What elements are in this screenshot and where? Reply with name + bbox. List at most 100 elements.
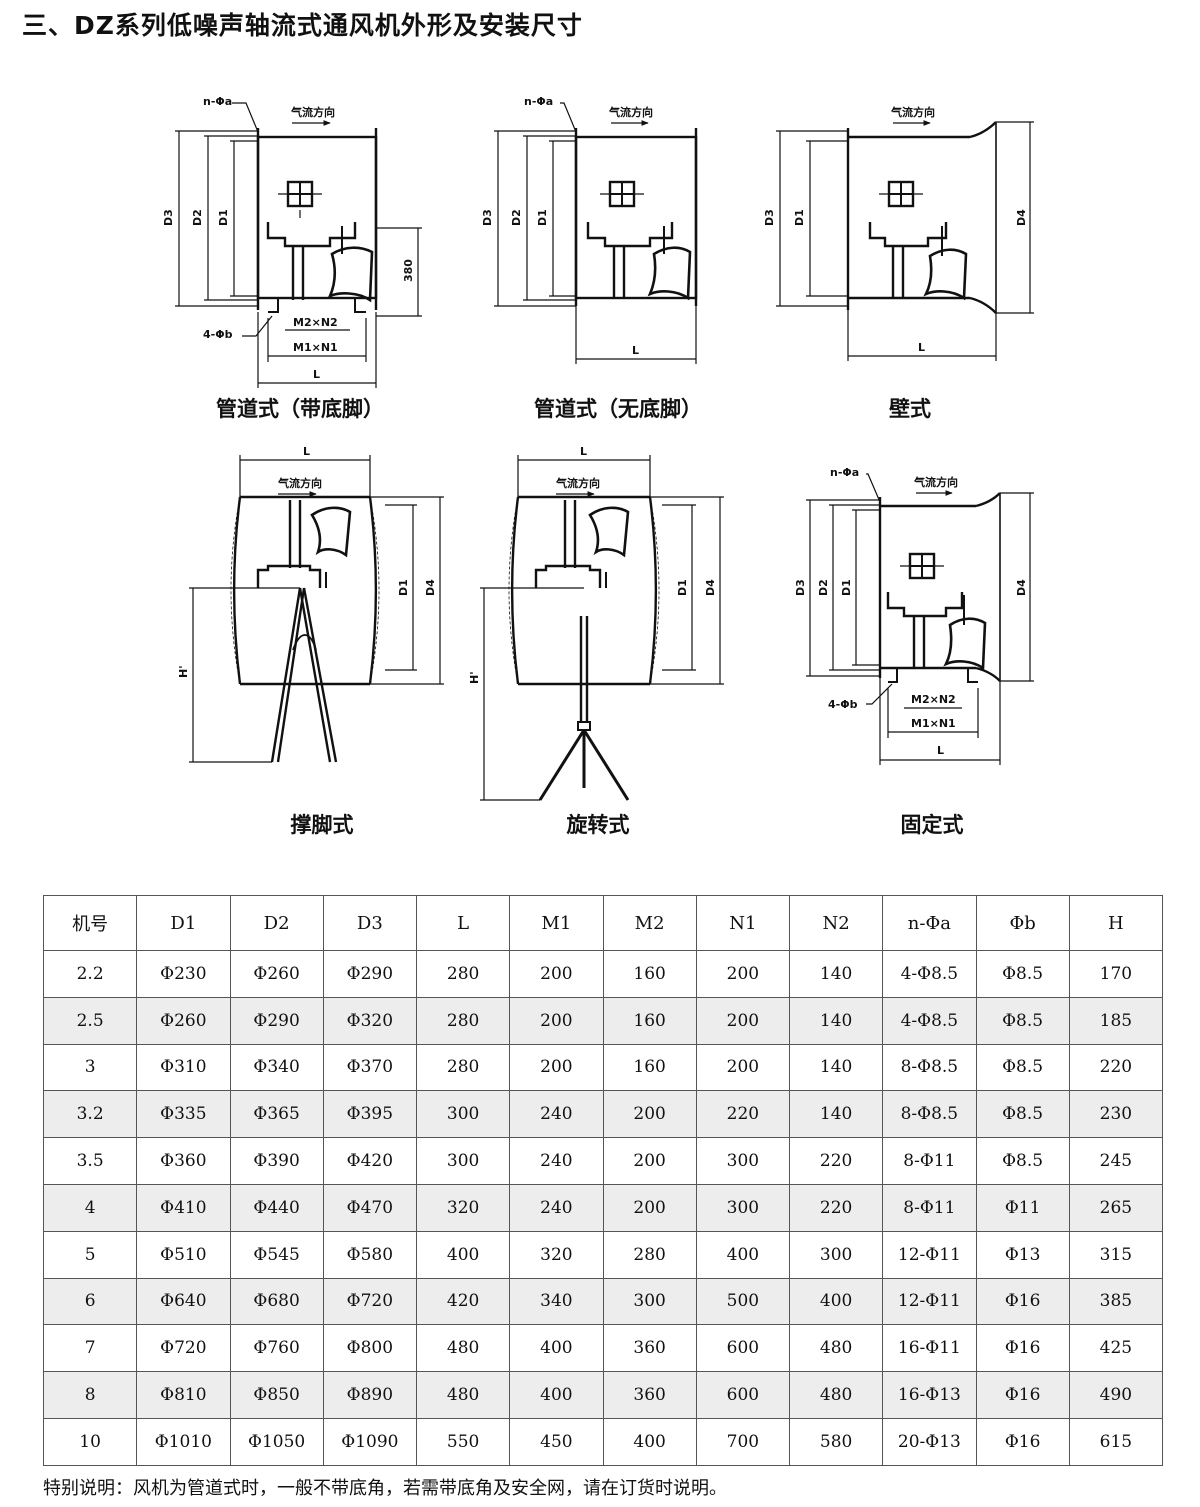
- col-header-h: H: [1068, 895, 1164, 951]
- table-cell: 6: [42, 1277, 138, 1326]
- table-cell: 140: [788, 1090, 884, 1139]
- table-cell: 200: [695, 1043, 791, 1092]
- four-phi-b-label-1: 4-Φb: [203, 328, 233, 341]
- table-cell: 16-Φ11: [882, 1324, 977, 1373]
- col-header-l: L: [415, 895, 511, 951]
- table-cell: 140: [788, 950, 884, 998]
- table-cell: Φ440: [229, 1183, 324, 1232]
- table-cell: Φ8.5: [975, 1137, 1070, 1185]
- l-label-4: L: [303, 445, 310, 458]
- table-cell: 320: [415, 1183, 511, 1232]
- airflow-label-2: 气流方向: [608, 105, 653, 119]
- d1-label-4: D1: [397, 579, 410, 596]
- table-cell: 400: [695, 1230, 791, 1279]
- table-cell: 160: [602, 950, 697, 998]
- col-header-d3: D3: [322, 895, 418, 951]
- col-header-n1: N1: [695, 895, 791, 951]
- caption-wall: 壁式: [889, 397, 931, 421]
- table-cell: 550: [415, 1417, 511, 1466]
- table-cell: 280: [602, 1230, 697, 1279]
- table-cell: 385: [1068, 1277, 1164, 1326]
- table-cell: 280: [415, 996, 511, 1045]
- table-cell: 220: [788, 1137, 884, 1185]
- n-phi-a-label-6: n-Φa: [830, 466, 859, 479]
- table-cell: 480: [788, 1371, 884, 1419]
- l-label-3: L: [918, 341, 925, 354]
- drawing-tripod: [189, 455, 444, 763]
- n-phi-a-label-2: n-Φa: [524, 95, 553, 108]
- table-cell: 200: [695, 950, 791, 998]
- table-cell: 265: [1068, 1183, 1164, 1232]
- table-cell: Φ580: [322, 1230, 418, 1279]
- d4-label-4: D4: [424, 579, 437, 596]
- table-cell: Φ810: [136, 1371, 231, 1419]
- table-cell: 200: [509, 996, 604, 1045]
- table-cell: 10: [42, 1417, 138, 1466]
- table-cell: 220: [695, 1090, 791, 1139]
- table-cell: 360: [602, 1371, 697, 1419]
- table-cell: Φ11: [975, 1183, 1070, 1232]
- airflow-label-3: 气流方向: [890, 105, 935, 119]
- table-cell: 8-Φ8.5: [882, 1043, 977, 1092]
- d4-label-5: D4: [704, 579, 717, 596]
- col-header-m1: M1: [509, 895, 604, 951]
- table-cell: Φ8.5: [975, 996, 1070, 1045]
- d2-label-6: D2: [817, 579, 830, 596]
- table-cell: 280: [415, 1043, 511, 1092]
- table-cell: 480: [415, 1371, 511, 1419]
- table-cell: 245: [1068, 1137, 1164, 1185]
- drawing-wall: [776, 120, 1034, 361]
- table-cell: 600: [695, 1371, 791, 1419]
- col-header-m2: M2: [602, 895, 697, 951]
- drawing-duct-no-base: [494, 102, 698, 364]
- table-cell: 200: [695, 996, 791, 1045]
- table-cell: 360: [602, 1324, 697, 1373]
- table-cell: Φ8.5: [975, 950, 1070, 998]
- table-cell: 200: [602, 1090, 697, 1139]
- table-cell: 3.5: [42, 1137, 138, 1185]
- table-cell: 230: [1068, 1090, 1164, 1139]
- caption-fixed: 固定式: [900, 813, 964, 837]
- four-phi-b-label-6: 4-Φb: [828, 698, 858, 711]
- table-cell: 140: [788, 1043, 884, 1092]
- table-cell: 160: [602, 1043, 697, 1092]
- table-cell: 300: [788, 1230, 884, 1279]
- table-cell: 12-Φ11: [882, 1277, 977, 1326]
- table-cell: Φ1010: [136, 1417, 231, 1466]
- table-cell: Φ16: [975, 1277, 1070, 1326]
- fan-drawings: n-Φa 气流方向 D3 D2 D1 380 4-Φb M2×N2 M1×N1 …: [0, 60, 1200, 850]
- table-cell: 600: [695, 1324, 791, 1373]
- table-cell: Φ260: [136, 996, 231, 1045]
- d1-label-3: D1: [793, 209, 806, 226]
- table-cell: 8: [42, 1371, 138, 1419]
- table-cell: Φ680: [229, 1277, 324, 1326]
- table-cell: 16-Φ13: [882, 1371, 977, 1419]
- airflow-label-5: 气流方向: [555, 476, 600, 490]
- caption-duct-no-base: 管道式（无底脚）: [534, 397, 702, 421]
- table-cell: 220: [788, 1183, 884, 1232]
- col-header-d2: D2: [229, 895, 324, 951]
- table-cell: 200: [602, 1137, 697, 1185]
- table-cell: Φ410: [136, 1183, 231, 1232]
- table-cell: 7: [42, 1324, 138, 1373]
- caption-tripod: 撑脚式: [290, 813, 354, 837]
- table-cell: 140: [788, 996, 884, 1045]
- table-cell: Φ360: [136, 1137, 231, 1185]
- table-cell: 240: [509, 1183, 604, 1232]
- table-cell: Φ545: [229, 1230, 324, 1279]
- d3-label-6: D3: [794, 579, 807, 596]
- table-cell: 2.2: [42, 950, 138, 998]
- table-cell: 425: [1068, 1324, 1164, 1373]
- l-label-2: L: [632, 344, 639, 357]
- col-header-d1: D1: [136, 895, 231, 951]
- d3-label-3: D3: [763, 209, 776, 226]
- table-cell: 420: [415, 1277, 511, 1326]
- table-cell: Φ890: [322, 1371, 418, 1419]
- col-header-n2: N2: [788, 895, 884, 951]
- table-cell: 280: [415, 950, 511, 998]
